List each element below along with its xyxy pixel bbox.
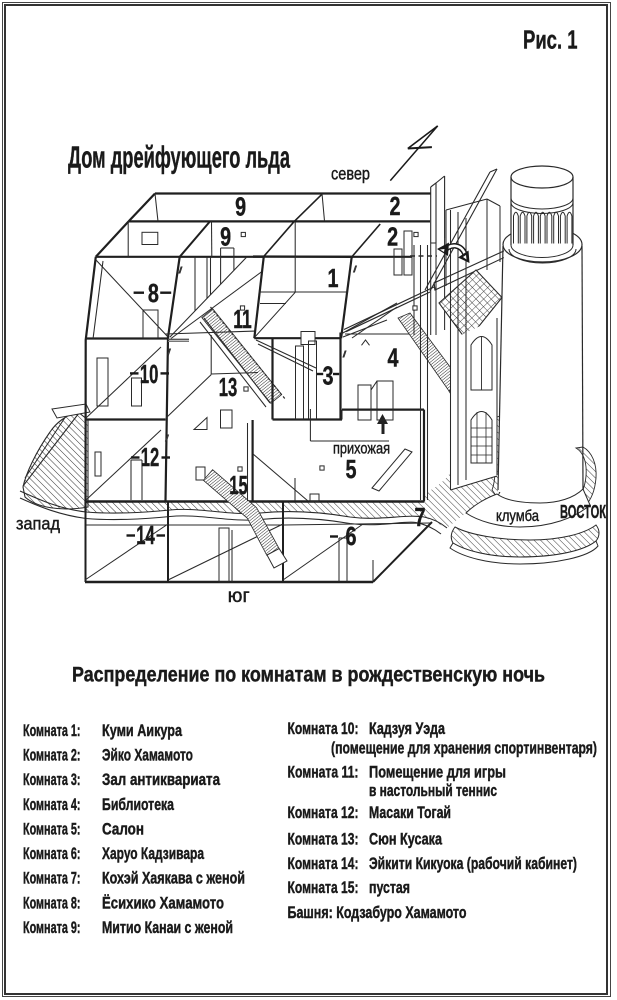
svg-text:Кохэй Хаякава с женой: Кохэй Хаякава с женой bbox=[102, 870, 245, 888]
svg-text:10: 10 bbox=[140, 361, 159, 389]
svg-text:1: 1 bbox=[328, 265, 339, 293]
svg-text:ВОСТОК: ВОСТОК bbox=[560, 502, 607, 522]
svg-text:5: 5 bbox=[346, 456, 357, 484]
svg-text:Библиотека: Библиотека bbox=[102, 796, 175, 814]
svg-text:Комната 15:: Комната 15: bbox=[288, 879, 359, 897]
svg-text:прихожая: прихожая bbox=[333, 441, 390, 458]
svg-text:13: 13 bbox=[219, 374, 238, 402]
svg-text:(помещение для хранения спорти: (помещение для хранения спортинвентаря) bbox=[331, 740, 597, 758]
svg-text:Комната 2:: Комната 2: bbox=[23, 746, 81, 764]
svg-text:Зал антиквариата: Зал антиквариата bbox=[102, 771, 221, 789]
svg-text:Куми Аикура: Куми Аикура bbox=[102, 722, 183, 740]
svg-text:Эйкити Кикуока (рабочий кабине: Эйкити Кикуока (рабочий кабинет) bbox=[369, 855, 577, 873]
svg-text:Рис. 1: Рис. 1 bbox=[523, 25, 578, 55]
svg-text:Помещение для игры: Помещение для игры bbox=[369, 764, 506, 782]
svg-text:12: 12 bbox=[141, 444, 160, 472]
svg-text:Ёсихико Хамамото: Ёсихико Хамамото bbox=[102, 894, 224, 912]
svg-text:4: 4 bbox=[388, 345, 400, 373]
svg-text:9: 9 bbox=[235, 194, 246, 222]
svg-text:2: 2 bbox=[387, 224, 398, 252]
svg-text:север: север bbox=[331, 164, 370, 184]
svg-text:Комната 12:: Комната 12: bbox=[288, 804, 359, 822]
svg-text:6: 6 bbox=[346, 523, 357, 551]
svg-text:пустая: пустая bbox=[369, 879, 410, 897]
svg-text:Сюн Кусака: Сюн Кусака bbox=[369, 831, 443, 849]
svg-text:7: 7 bbox=[415, 504, 426, 532]
svg-text:Комната 10:: Комната 10: bbox=[288, 720, 359, 738]
svg-text:Комната 14:: Комната 14: bbox=[288, 855, 359, 873]
svg-text:Комната 9:: Комната 9: bbox=[23, 919, 81, 937]
svg-text:15: 15 bbox=[229, 472, 248, 500]
svg-text:8: 8 bbox=[148, 280, 159, 308]
svg-text:в настольный теннис: в настольный теннис bbox=[369, 782, 497, 800]
svg-text:2: 2 bbox=[390, 193, 401, 221]
svg-text:юг: юг bbox=[228, 586, 250, 607]
svg-text:9: 9 bbox=[220, 224, 231, 252]
svg-text:Комната 11:: Комната 11: bbox=[288, 764, 359, 782]
svg-text:3: 3 bbox=[323, 363, 334, 391]
svg-text:Распределение по комнатам в ро: Распределение по комнатам в рождественск… bbox=[72, 663, 545, 687]
svg-text:Комната 8:: Комната 8: bbox=[23, 894, 81, 912]
svg-text:Салон: Салон bbox=[102, 820, 144, 838]
svg-text:11: 11 bbox=[233, 306, 252, 334]
svg-text:Митио Канаи с женой: Митио Канаи с женой bbox=[102, 919, 233, 937]
svg-text:Комната 1:: Комната 1: bbox=[23, 722, 81, 740]
svg-text:Кадзуя Уэда: Кадзуя Уэда bbox=[369, 720, 446, 738]
svg-text:Башня: Кодзабуро Хамамото: Башня: Кодзабуро Хамамото bbox=[288, 904, 467, 922]
svg-text:14: 14 bbox=[136, 522, 155, 550]
svg-text:Комната 4:: Комната 4: bbox=[23, 796, 81, 814]
svg-text:Дом дрейфующего льда: Дом дрейфующего льда bbox=[68, 139, 290, 174]
svg-text:клумба: клумба bbox=[496, 508, 539, 525]
svg-text:Масаки Тогай: Масаки Тогай bbox=[369, 804, 451, 822]
svg-text:Эйко Хамамото: Эйко Хамамото bbox=[102, 746, 193, 764]
svg-text:Комната 3:: Комната 3: bbox=[23, 771, 81, 789]
svg-text:Комната 5:: Комната 5: bbox=[23, 820, 81, 838]
svg-text:Комната 7:: Комната 7: bbox=[23, 870, 81, 888]
svg-text:Комната 6:: Комната 6: bbox=[23, 845, 81, 863]
svg-text:запад: запад bbox=[16, 514, 60, 534]
svg-text:Харуо Кадзивара: Харуо Кадзивара bbox=[102, 845, 205, 863]
svg-text:Комната 13:: Комната 13: bbox=[288, 831, 359, 849]
